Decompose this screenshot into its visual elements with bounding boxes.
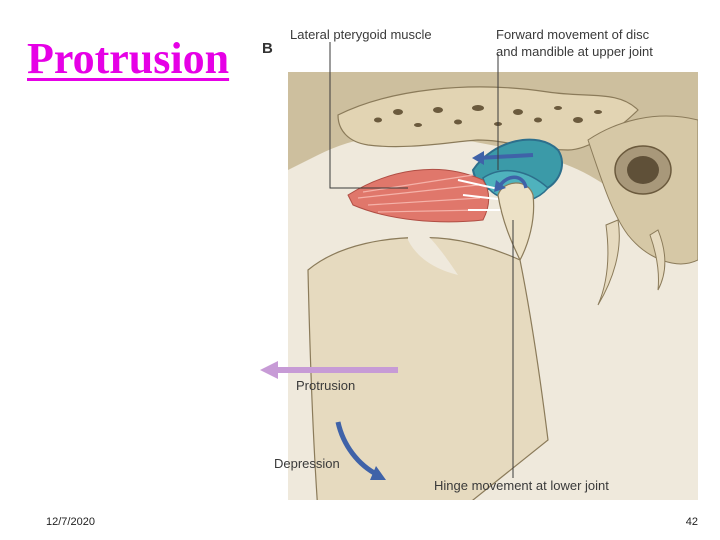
slide-date: 12/7/2020: [46, 516, 95, 528]
protrusion-arrow-head: [260, 361, 278, 379]
label-forward-movement-line2: and mandible at upper joint: [496, 45, 653, 59]
label-depression: Depression: [274, 457, 340, 471]
tmj-illustration: [258, 20, 698, 500]
label-hinge-movement: Hinge movement at lower joint: [434, 479, 609, 493]
slide-page-number: 42: [686, 516, 698, 528]
label-lateral-pterygoid: Lateral pterygoid muscle: [290, 28, 432, 42]
label-forward-movement-line1: Forward movement of disc: [496, 28, 649, 42]
label-protrusion: Protrusion: [296, 379, 355, 393]
slide-title: Protrusion: [27, 34, 229, 84]
